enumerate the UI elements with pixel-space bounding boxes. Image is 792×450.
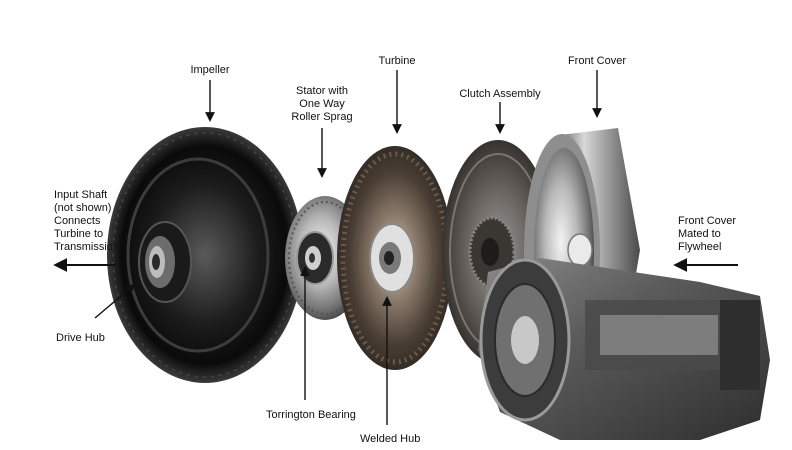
turbine-part xyxy=(337,146,453,370)
label-stator: Stator with One Way Roller Sprag xyxy=(291,85,353,123)
impeller-part xyxy=(107,127,303,383)
label-input-shaft: Input Shaft (not shown) Connects Turbine… xyxy=(54,189,119,253)
label-clutch-assembly: Clutch Assembly xyxy=(459,88,541,100)
label-welded-hub: Welded Hub xyxy=(360,433,421,445)
label-front-cover-mated: Front Cover Mated to Flywheel xyxy=(678,215,737,253)
label-turbine: Turbine xyxy=(378,55,416,67)
label-torrington-bearing: Torrington Bearing xyxy=(266,409,356,421)
label-drive-hub: Drive Hub xyxy=(56,332,105,344)
label-impeller: Impeller xyxy=(190,64,230,76)
label-front-cover: Front Cover xyxy=(567,55,627,67)
leader-arrows xyxy=(53,70,738,425)
transmission-part xyxy=(478,258,770,440)
